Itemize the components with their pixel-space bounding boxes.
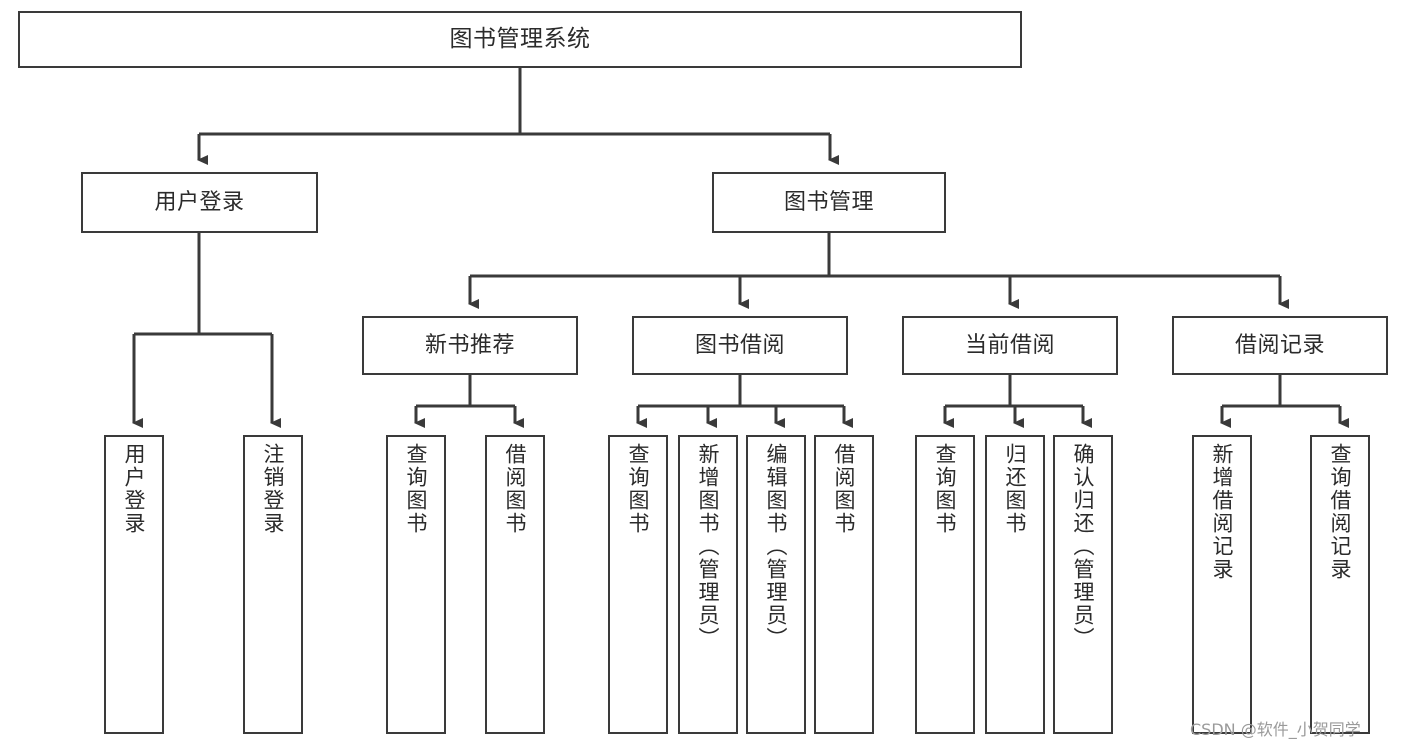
node-leaf-edit-book-admin[interactable]: 编辑图书（管理员）	[746, 435, 806, 734]
node-new-book-recommend[interactable]: 新书推荐	[362, 316, 578, 375]
node-leaf-borrow-book-recommend[interactable]: 借阅图书	[485, 435, 545, 734]
node-label: 当前借阅	[964, 332, 1055, 358]
node-label: 查询图书	[933, 443, 958, 535]
node-label: 新增图书（管理员）	[696, 443, 721, 650]
node-label: 归还图书	[1003, 443, 1028, 535]
node-label: 新增借阅记录	[1210, 443, 1235, 581]
node-leaf-confirm-return-admin[interactable]: 确认归还（管理员）	[1053, 435, 1113, 734]
node-leaf-add-book-admin[interactable]: 新增图书（管理员）	[678, 435, 738, 734]
node-leaf-borrow-book-borrow[interactable]: 借阅图书	[814, 435, 874, 734]
node-leaf-return-book[interactable]: 归还图书	[985, 435, 1045, 734]
node-leaf-query-book-borrow[interactable]: 查询图书	[608, 435, 668, 734]
node-borrow-record[interactable]: 借阅记录	[1172, 316, 1388, 375]
node-leaf-query-borrow-record[interactable]: 查询借阅记录	[1310, 435, 1370, 734]
node-label: 查询图书	[626, 443, 651, 535]
node-leaf-add-borrow-record[interactable]: 新增借阅记录	[1192, 435, 1252, 734]
node-label: 用户登录	[122, 443, 147, 535]
node-label: 确认归还（管理员）	[1071, 443, 1096, 650]
node-current-borrow[interactable]: 当前借阅	[902, 316, 1118, 375]
node-label: 查询图书	[404, 443, 429, 535]
node-leaf-query-book-current[interactable]: 查询图书	[915, 435, 975, 734]
node-label: 新书推荐	[424, 332, 515, 358]
node-label: 借阅图书	[503, 443, 528, 535]
node-leaf-query-book-recommend[interactable]: 查询图书	[386, 435, 446, 734]
node-label: 借阅图书	[832, 443, 857, 535]
node-label: 注销登录	[261, 443, 286, 535]
node-label: 用户登录	[154, 189, 245, 215]
node-user-login[interactable]: 用户登录	[81, 172, 318, 233]
node-label: 图书管理系统	[449, 26, 591, 52]
node-book-borrow[interactable]: 图书借阅	[632, 316, 848, 375]
node-leaf-user-login[interactable]: 用户登录	[104, 435, 164, 734]
node-label: 图书借阅	[694, 332, 785, 358]
node-label: 借阅记录	[1234, 332, 1325, 358]
node-book-manage[interactable]: 图书管理	[712, 172, 946, 233]
node-leaf-logout[interactable]: 注销登录	[243, 435, 303, 734]
node-root-system[interactable]: 图书管理系统	[18, 11, 1022, 68]
node-label: 图书管理	[783, 189, 874, 215]
node-label: 编辑图书（管理员）	[764, 443, 789, 650]
node-label: 查询借阅记录	[1328, 443, 1353, 581]
